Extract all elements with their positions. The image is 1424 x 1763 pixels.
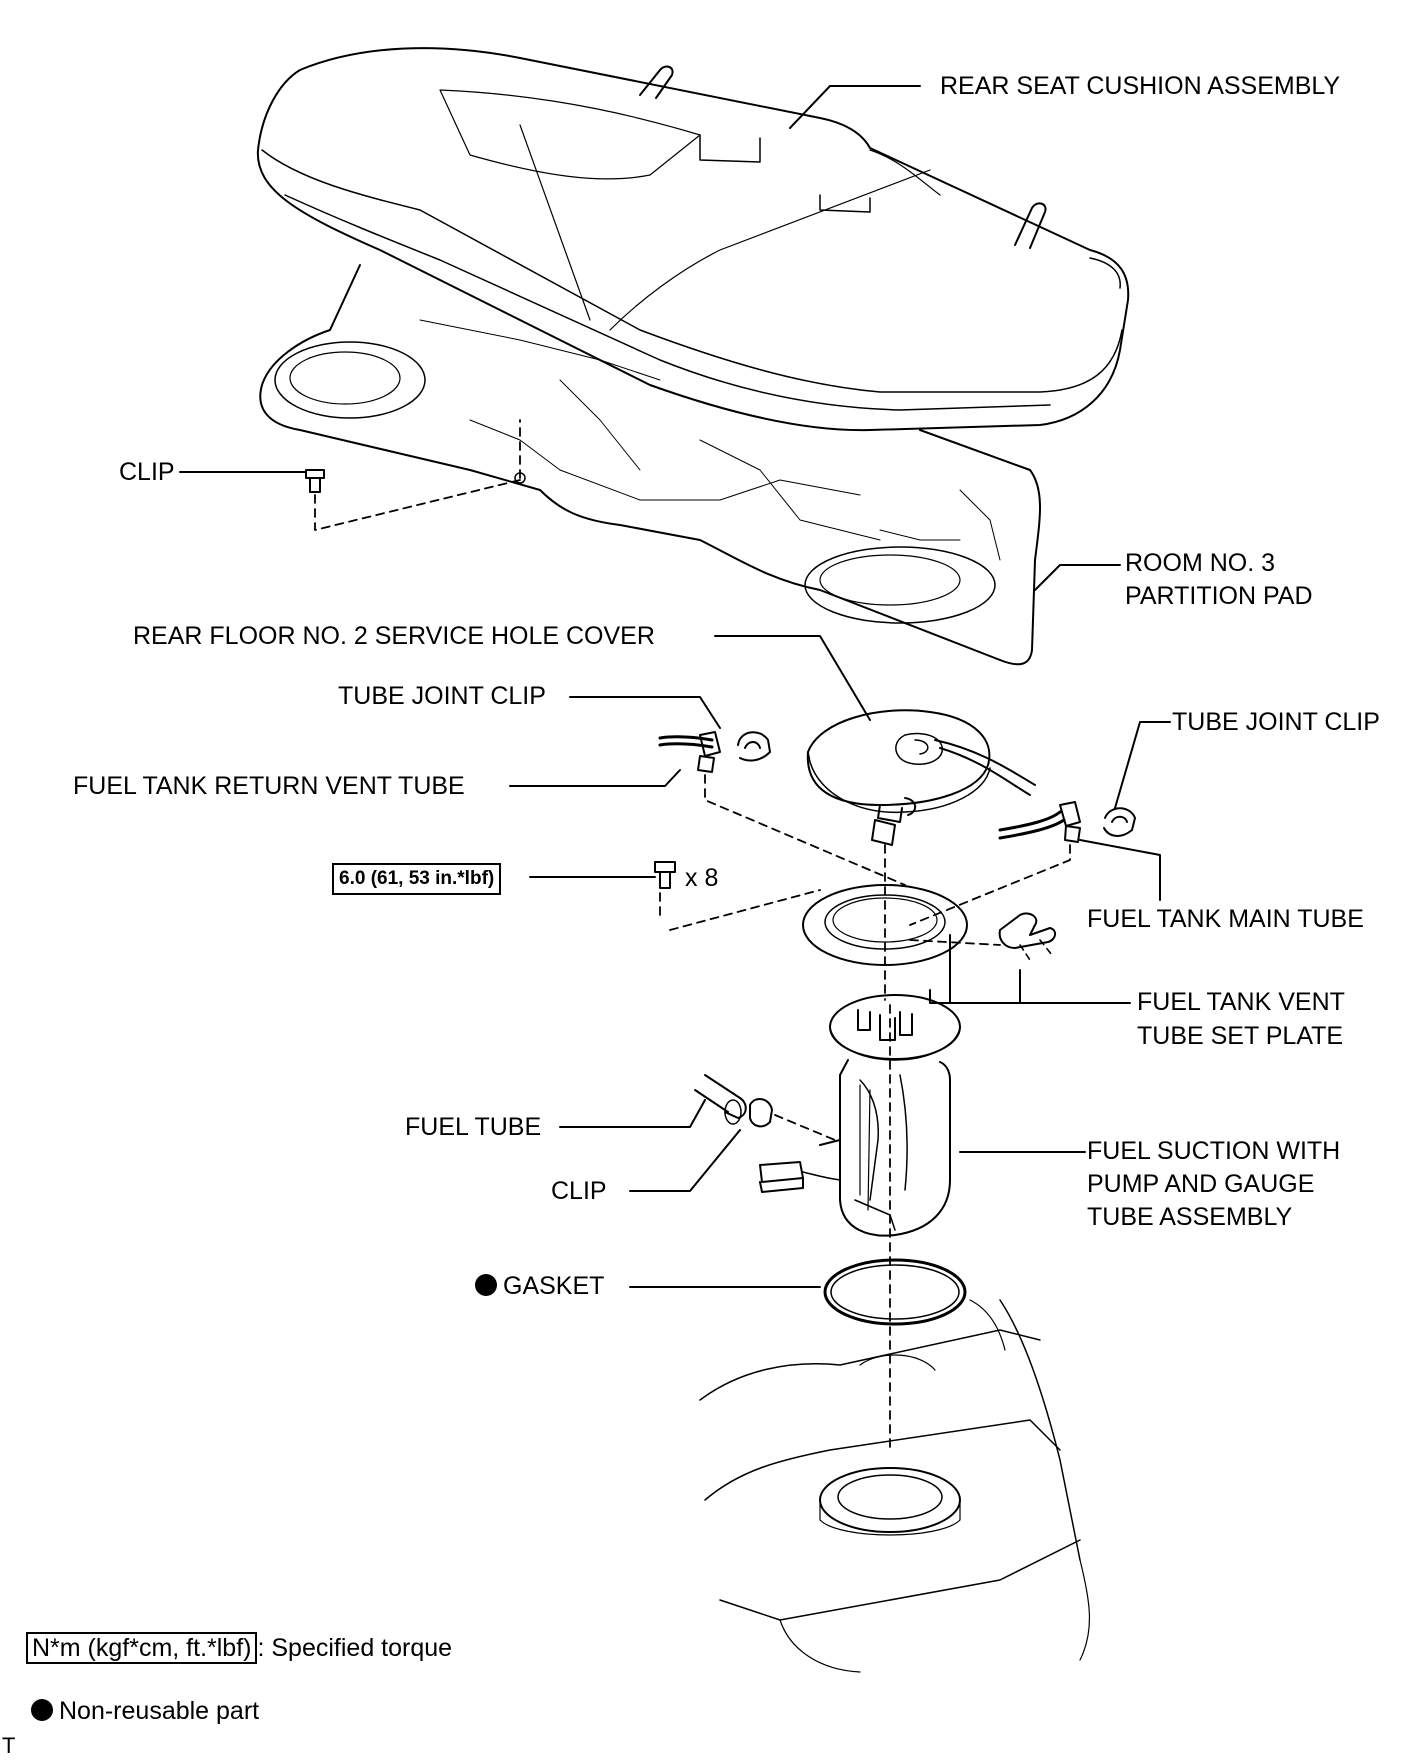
label-room-partition-line1: ROOM NO. 3 [1125,549,1276,577]
main-tube-drawing [909,801,1136,926]
label-gasket: GASKET [475,1270,604,1302]
non-reusable-dot-icon [475,1274,497,1296]
label-room-partition-line2: PARTITION PAD [1125,582,1313,610]
legend-dot-icon [31,1699,53,1721]
label-rear-seat-cushion: REAR SEAT CUSHION ASSEMBLY [940,72,1341,100]
leader-lines [179,85,1171,1288]
vent-set-plate-drawing [909,912,1056,961]
label-vent-set-plate-line2: TUBE SET PLATE [1137,1022,1344,1050]
legend-torque-desc: : Specified torque [257,1634,453,1662]
legend-non-reusable-text: Non-reusable part [59,1697,260,1725]
label-bolt-count: x 8 [685,864,719,892]
label-clip-bottom: CLIP [551,1177,607,1205]
label-suction-line1: FUEL SUCTION WITH [1087,1137,1341,1165]
fuel-pump-drawing [759,994,961,1237]
gasket-drawing [823,1258,967,1326]
label-clip-top: CLIP [119,458,175,486]
label-suction-line2: PUMP AND GAUGE [1087,1170,1315,1198]
corner-mark: T [2,1733,16,1758]
gasket-text: GASKET [503,1272,605,1300]
service-hole-cover-drawing [806,709,1036,846]
retainer-ring-drawing [654,861,968,966]
legend-torque-unit: N*m (kgf*cm, ft.*lbf) [26,1632,258,1664]
rear-seat-cushion-drawing [256,47,1130,432]
torque-spec-box: 6.0 (61, 53 in.*lbf) [332,863,502,895]
legend-torque: N*m (kgf*cm, ft.*lbf): Specified torque [26,1632,452,1664]
label-tube-joint-clip-right: TUBE JOINT CLIP [1172,708,1380,736]
legend-non-reusable: Non-reusable part [31,1695,259,1727]
fuel-tube-drawing [694,1074,836,1141]
label-service-hole-cover: REAR FLOOR NO. 2 SERVICE HOLE COVER [133,622,655,650]
label-return-vent-tube: FUEL TANK RETURN VENT TUBE [73,772,465,800]
fuel-tank-floor-drawing [699,1299,1091,1673]
label-fuel-tube: FUEL TUBE [405,1113,542,1141]
clip-top-drawing [305,469,521,531]
label-tube-joint-clip-left: TUBE JOINT CLIP [338,682,546,710]
return-vent-tube-drawing [658,731,906,886]
label-suction-line3: TUBE ASSEMBLY [1087,1203,1293,1231]
label-vent-set-plate-line1: FUEL TANK VENT [1137,988,1345,1016]
partition-pad-drawing [259,264,1041,666]
label-main-tube: FUEL TANK MAIN TUBE [1087,905,1364,933]
